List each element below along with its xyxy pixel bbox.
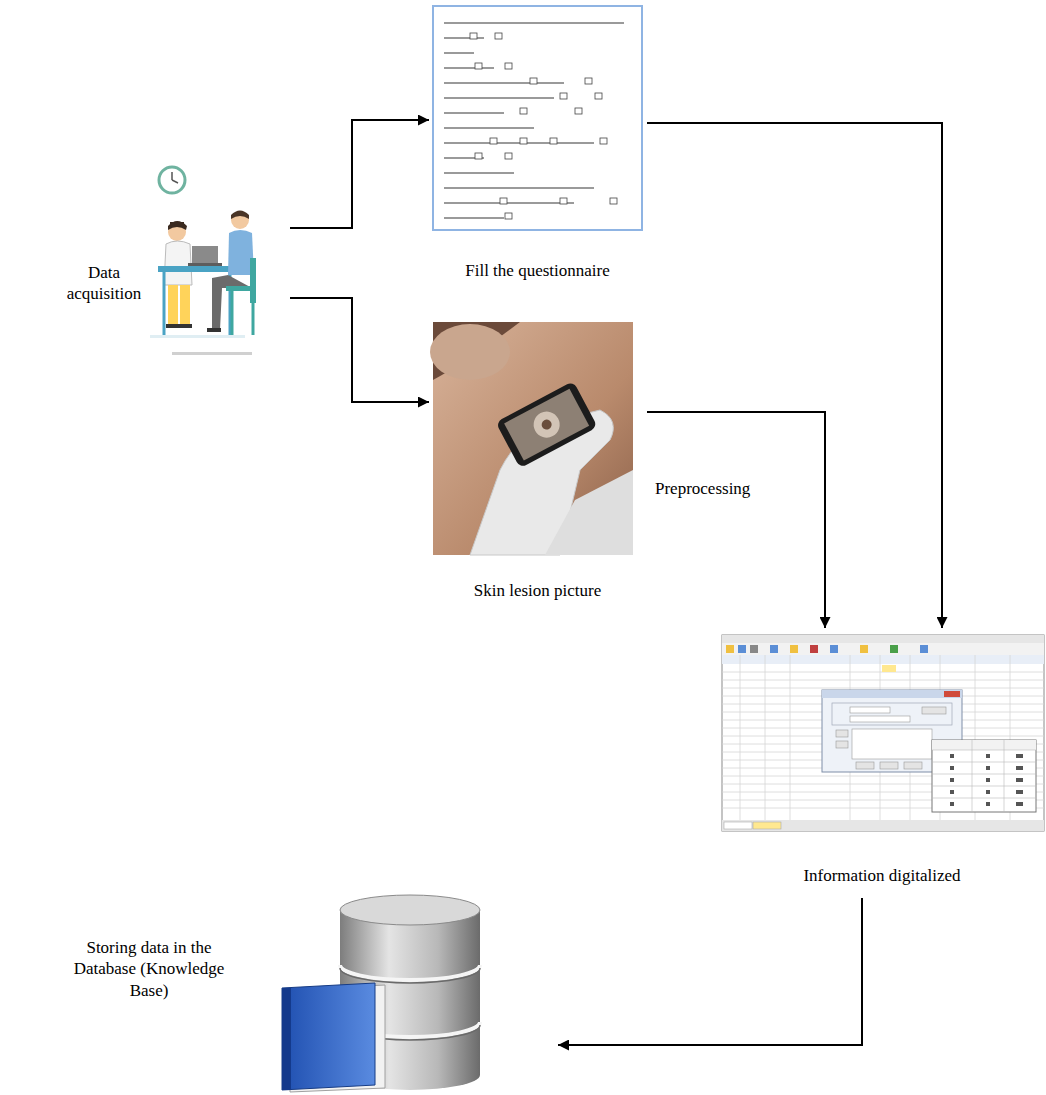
spreadsheet-screenshot	[722, 635, 1044, 831]
caption-text: Data acquisition	[58, 262, 150, 305]
flow-arrow	[290, 298, 429, 402]
digitalized-node: Information digitalized	[720, 632, 1044, 896]
database-node: Storing data in the Database (Knowledge …	[36, 895, 556, 1092]
caption-text: Storing data in the Database (Knowledge …	[54, 937, 244, 1001]
acquisition-node: Data acquisition	[40, 145, 290, 370]
caption-text: Information digitalized	[782, 865, 982, 886]
database-icon	[282, 895, 480, 1092]
consultation-illustration	[150, 167, 256, 355]
skin-photo	[430, 322, 633, 555]
photo-node: Skin lesion picture	[430, 320, 647, 605]
flow-arrow	[647, 412, 825, 628]
flow-arrow	[558, 898, 862, 1045]
caption-text: Fill the questionnaire	[430, 260, 645, 281]
caption-text: Skin lesion picture	[430, 580, 645, 601]
flow-arrow	[290, 120, 429, 228]
edge-label: Preprocessing	[653, 478, 752, 499]
flow-arrow	[647, 123, 942, 628]
questionnaire-sheet	[433, 6, 642, 230]
questionnaire-node: Fill the questionnaire	[430, 4, 647, 286]
